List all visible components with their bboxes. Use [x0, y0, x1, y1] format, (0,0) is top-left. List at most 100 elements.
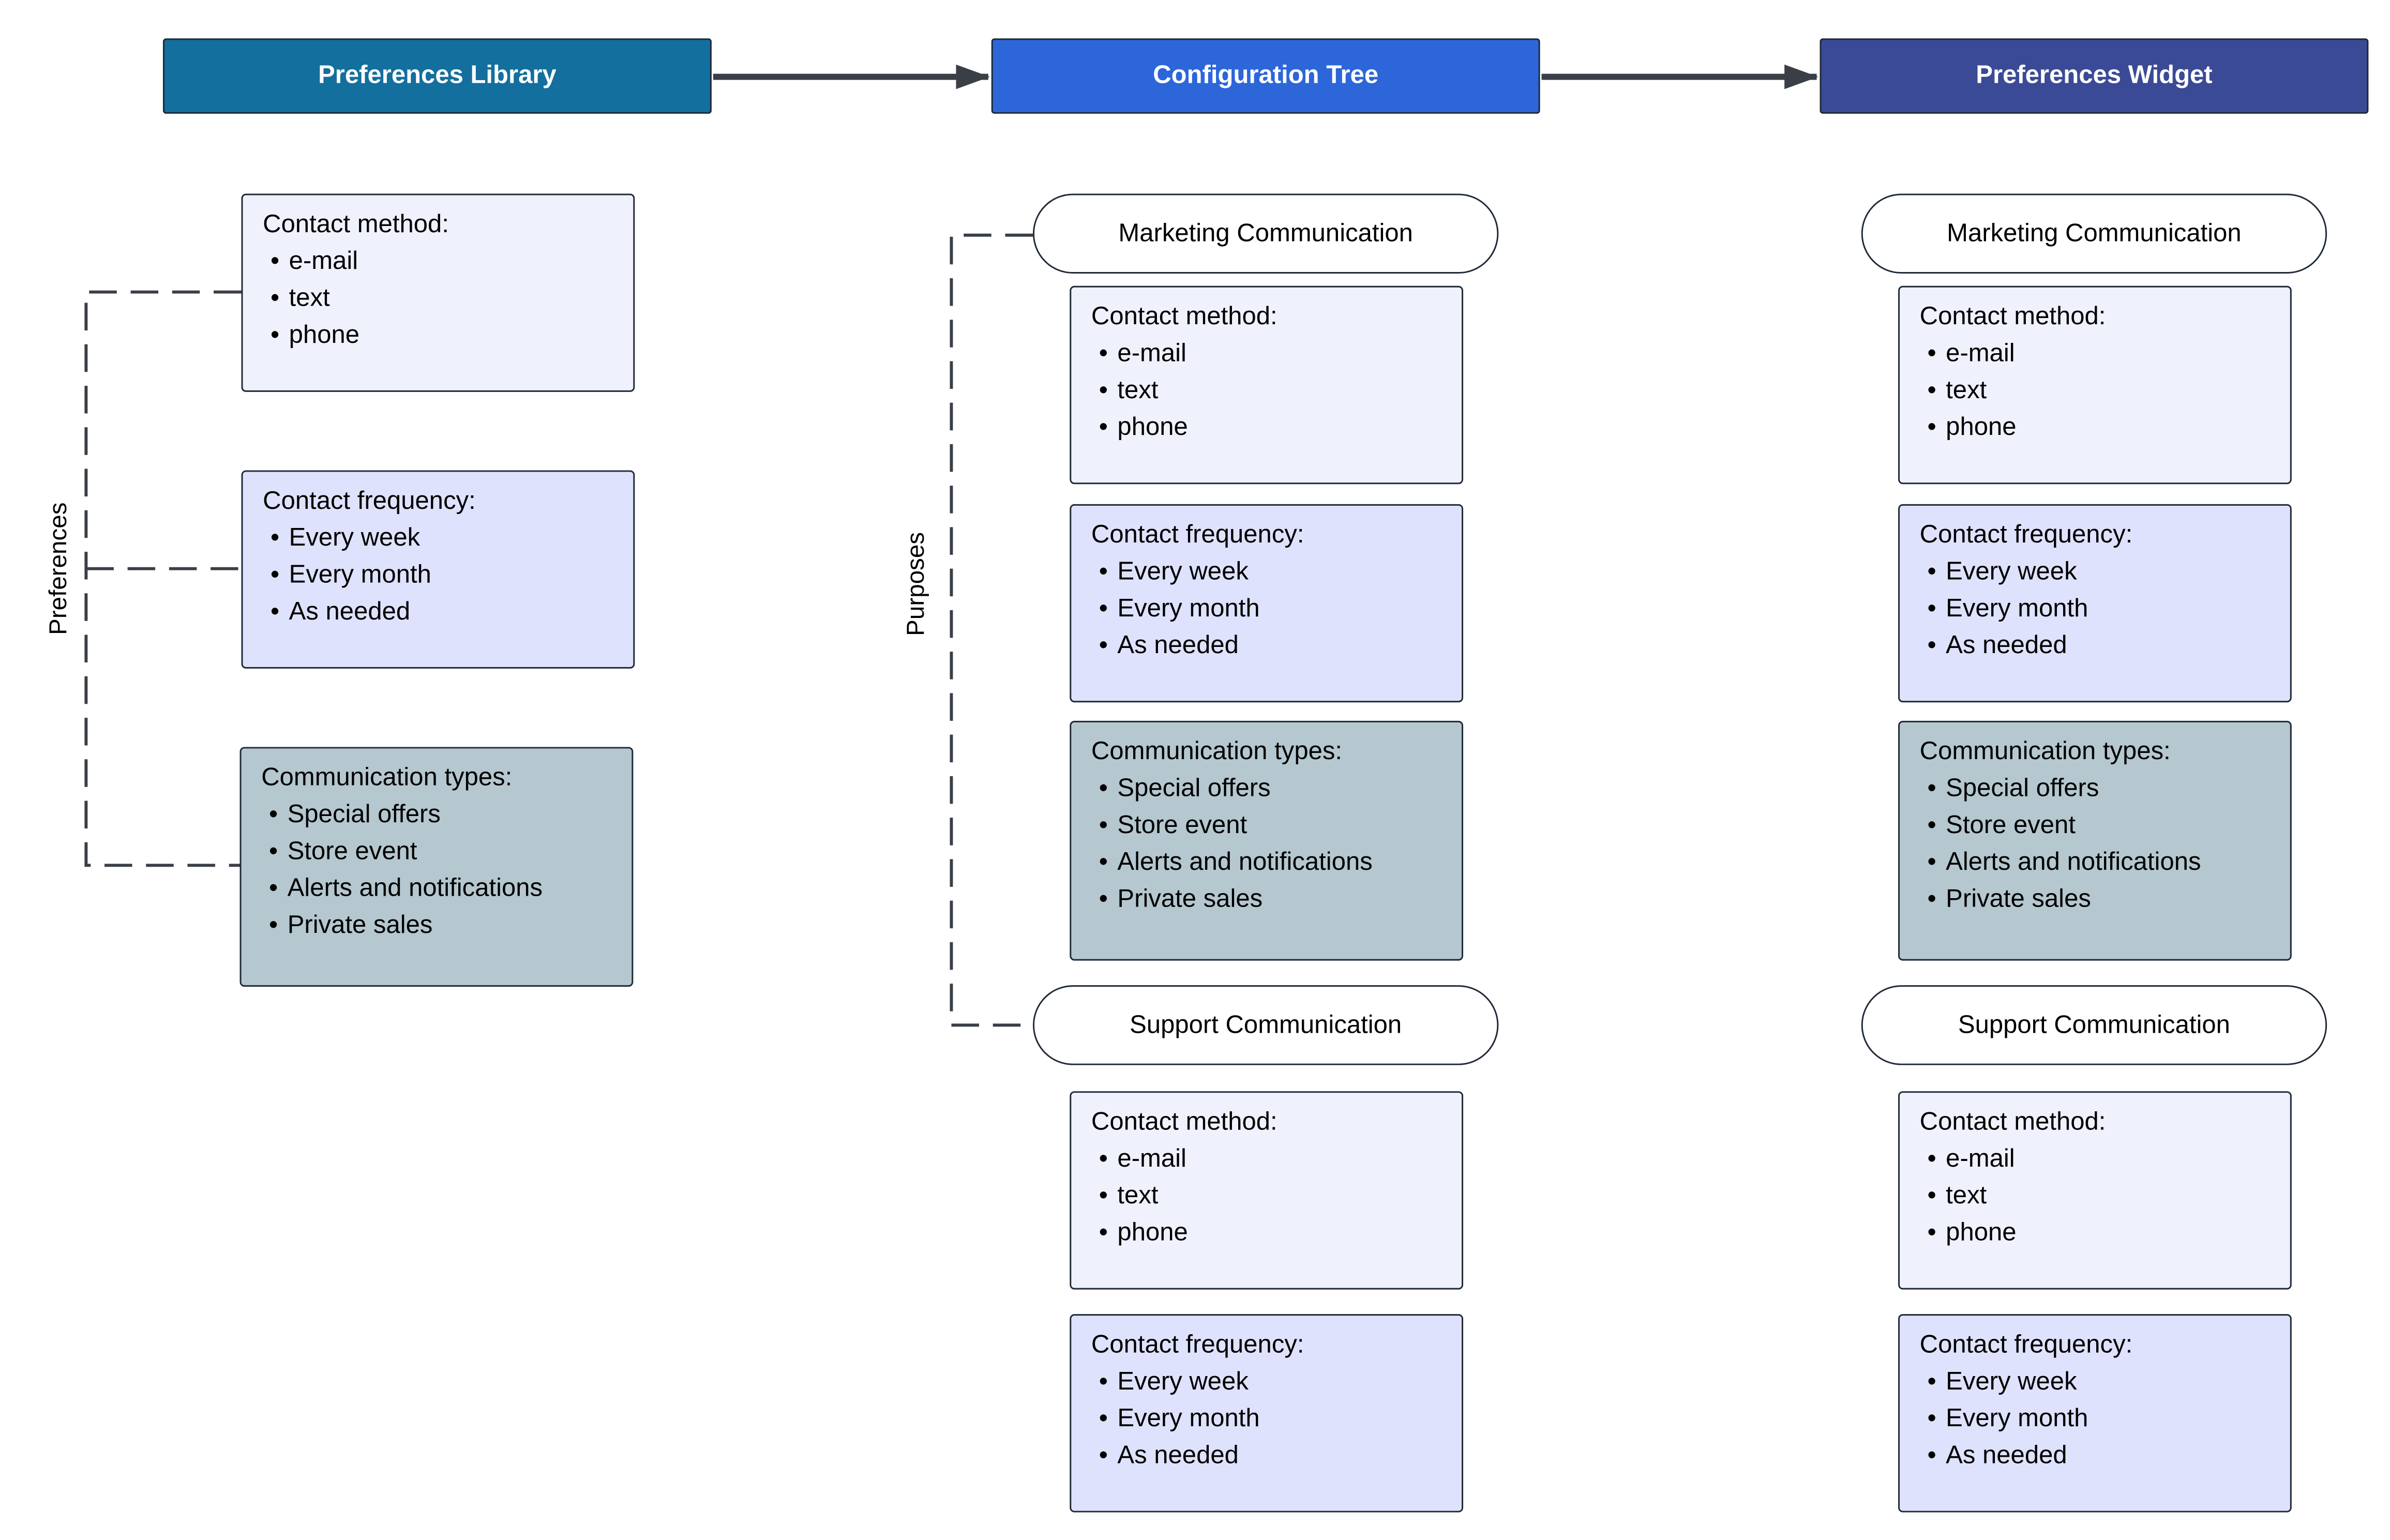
option-list: •Special offers •Store event •Alerts and…: [261, 796, 613, 944]
widget-marketing-purpose: Marketing Communication: [1861, 193, 2327, 274]
option-list: •e-mail •text •phone: [1091, 335, 1444, 446]
widget-marketing-contact-frequency-card: Contact frequency: •Every week •Every mo…: [1898, 504, 2292, 703]
list-item: •phone: [1099, 1218, 1188, 1247]
tree-marketing-communication-types-card: Communication types: •Special offers •St…: [1070, 720, 1464, 961]
purpose-name: Support Communication: [1958, 1010, 2230, 1038]
option-list: •Special offers •Store event •Alerts and…: [1920, 770, 2272, 917]
list-item: •Every month: [270, 561, 431, 589]
configuration-tree-header: Configuration Tree: [991, 38, 1540, 114]
list-item: •Every week: [270, 524, 420, 552]
list-item: •e-mail: [270, 247, 358, 276]
list-item: •Store event: [1099, 811, 1247, 839]
list-item: •e-mail: [1927, 1145, 2015, 1173]
card-title: Contact method:: [1091, 1108, 1277, 1136]
tree-marketing-purpose: Marketing Communication: [1032, 193, 1499, 274]
preferences-library-title: Preferences Library: [318, 61, 557, 89]
purpose-name: Support Communication: [1130, 1010, 1402, 1038]
preferences-widget-title: Preferences Widget: [1976, 61, 2213, 89]
tree-marketing-contact-frequency-card: Contact frequency: •Every week •Every mo…: [1070, 504, 1464, 703]
list-item: •e-mail: [1927, 339, 2015, 368]
configuration-tree-title: Configuration Tree: [1153, 61, 1379, 89]
purposes-group-label: Purposes: [904, 532, 930, 636]
preferences-group-label: Preferences: [46, 502, 72, 635]
list-item: •phone: [1099, 413, 1188, 441]
library-contact-method-card: Contact method: •e-mail •text •phone: [241, 193, 635, 392]
card-title: Contact frequency:: [1919, 521, 2133, 549]
option-list: •e-mail •text •phone: [1091, 1140, 1444, 1251]
card-title: Contact frequency:: [1919, 1331, 2133, 1359]
card-title: Contact method:: [1919, 303, 2106, 331]
list-item: •Every month: [1927, 1405, 2088, 1432]
option-list: •Special offers •Store event •Alerts and…: [1091, 770, 1444, 917]
list-item: •Special offers: [269, 801, 441, 828]
tree-marketing-contact-method-card: Contact method: •e-mail •text •phone: [1070, 285, 1464, 485]
list-item: •phone: [1927, 1218, 2017, 1247]
card-title: Contact method:: [1091, 303, 1277, 331]
list-item: •Special offers: [1927, 774, 2099, 803]
purposes-bracket: [950, 233, 1033, 1027]
list-item: •e-mail: [1099, 339, 1186, 368]
list-item: •text: [1927, 376, 1987, 404]
widget-support-contact-frequency-card: Contact frequency: •Every week •Every mo…: [1898, 1314, 2292, 1513]
list-item: •As needed: [1099, 631, 1239, 660]
preferences-widget-header: Preferences Widget: [1820, 38, 2369, 114]
list-item: •Private sales: [1927, 885, 2091, 913]
list-item: •As needed: [270, 598, 411, 626]
option-list: •e-mail •text •phone: [1920, 335, 2272, 446]
card-title: Contact frequency:: [1091, 1331, 1304, 1359]
list-item: •Every month: [1927, 595, 2088, 623]
widget-support-contact-method-card: Contact method: •e-mail •text •phone: [1898, 1091, 2292, 1290]
tree-support-contact-method-card: Contact method: •e-mail •text •phone: [1070, 1091, 1464, 1290]
list-item: •Alerts and notifications: [269, 874, 543, 902]
list-item: •text: [1927, 1182, 1987, 1210]
list-item: •e-mail: [1099, 1145, 1186, 1173]
card-title: Communication types:: [1091, 737, 1343, 766]
library-communication-types-card: Communication types: •Special offers •St…: [239, 747, 634, 987]
option-list: •Every week •Every month •As needed: [1091, 553, 1444, 664]
list-item: •Alerts and notifications: [1927, 848, 2201, 877]
list-item: •text: [1099, 376, 1159, 404]
list-item: •Private sales: [269, 911, 433, 939]
list-item: •Every week: [1927, 1368, 2077, 1396]
widget-marketing-contact-method-card: Contact method: •e-mail •text •phone: [1898, 285, 2292, 485]
list-item: •Store event: [269, 837, 417, 866]
list-item: •Every month: [1099, 1405, 1260, 1432]
library-contact-frequency-card: Contact frequency: •Every week •Every mo…: [241, 470, 635, 669]
card-title: Contact method:: [263, 210, 449, 238]
card-title: Communication types:: [261, 764, 513, 792]
option-list: •Every week •Every month •As needed: [1920, 1363, 2272, 1474]
list-item: •Every week: [1099, 557, 1249, 586]
list-item: •text: [270, 284, 330, 312]
list-item: •Every week: [1927, 557, 2077, 586]
preferences-library-header: Preferences Library: [163, 38, 712, 114]
list-item: •phone: [270, 321, 360, 349]
widget-support-purpose: Support Communication: [1861, 985, 2327, 1065]
card-title: Contact frequency:: [263, 487, 476, 515]
option-list: •Every week •Every month •As needed: [1920, 553, 2272, 664]
card-title: Contact frequency:: [1091, 521, 1304, 549]
widget-marketing-communication-types-card: Communication types: •Special offers •St…: [1898, 720, 2292, 961]
list-item: •Alerts and notifications: [1099, 848, 1373, 877]
list-item: •phone: [1927, 413, 2017, 441]
list-item: •Special offers: [1099, 774, 1271, 803]
tree-support-purpose: Support Communication: [1032, 985, 1499, 1065]
preferences-bracket: [84, 290, 242, 867]
purpose-name: Marketing Communication: [1118, 219, 1413, 247]
card-title: Contact method:: [1919, 1108, 2106, 1136]
list-item: •As needed: [1927, 631, 2067, 660]
option-list: •Every week •Every month •As needed: [1091, 1363, 1444, 1474]
list-item: •As needed: [1927, 1441, 2067, 1470]
list-item: •Store event: [1927, 811, 2076, 839]
option-list: •e-mail •text •phone: [1920, 1140, 2272, 1251]
list-item: •text: [1099, 1182, 1159, 1210]
list-item: •Private sales: [1099, 885, 1263, 913]
card-title: Communication types:: [1919, 737, 2171, 766]
option-list: •Every week •Every month •As needed: [263, 520, 615, 630]
tree-support-contact-frequency-card: Contact frequency: •Every week •Every mo…: [1070, 1314, 1464, 1513]
option-list: •e-mail •text •phone: [263, 243, 615, 354]
list-item: •Every month: [1099, 595, 1260, 623]
list-item: •Every week: [1099, 1368, 1249, 1396]
purpose-name: Marketing Communication: [1947, 219, 2242, 247]
